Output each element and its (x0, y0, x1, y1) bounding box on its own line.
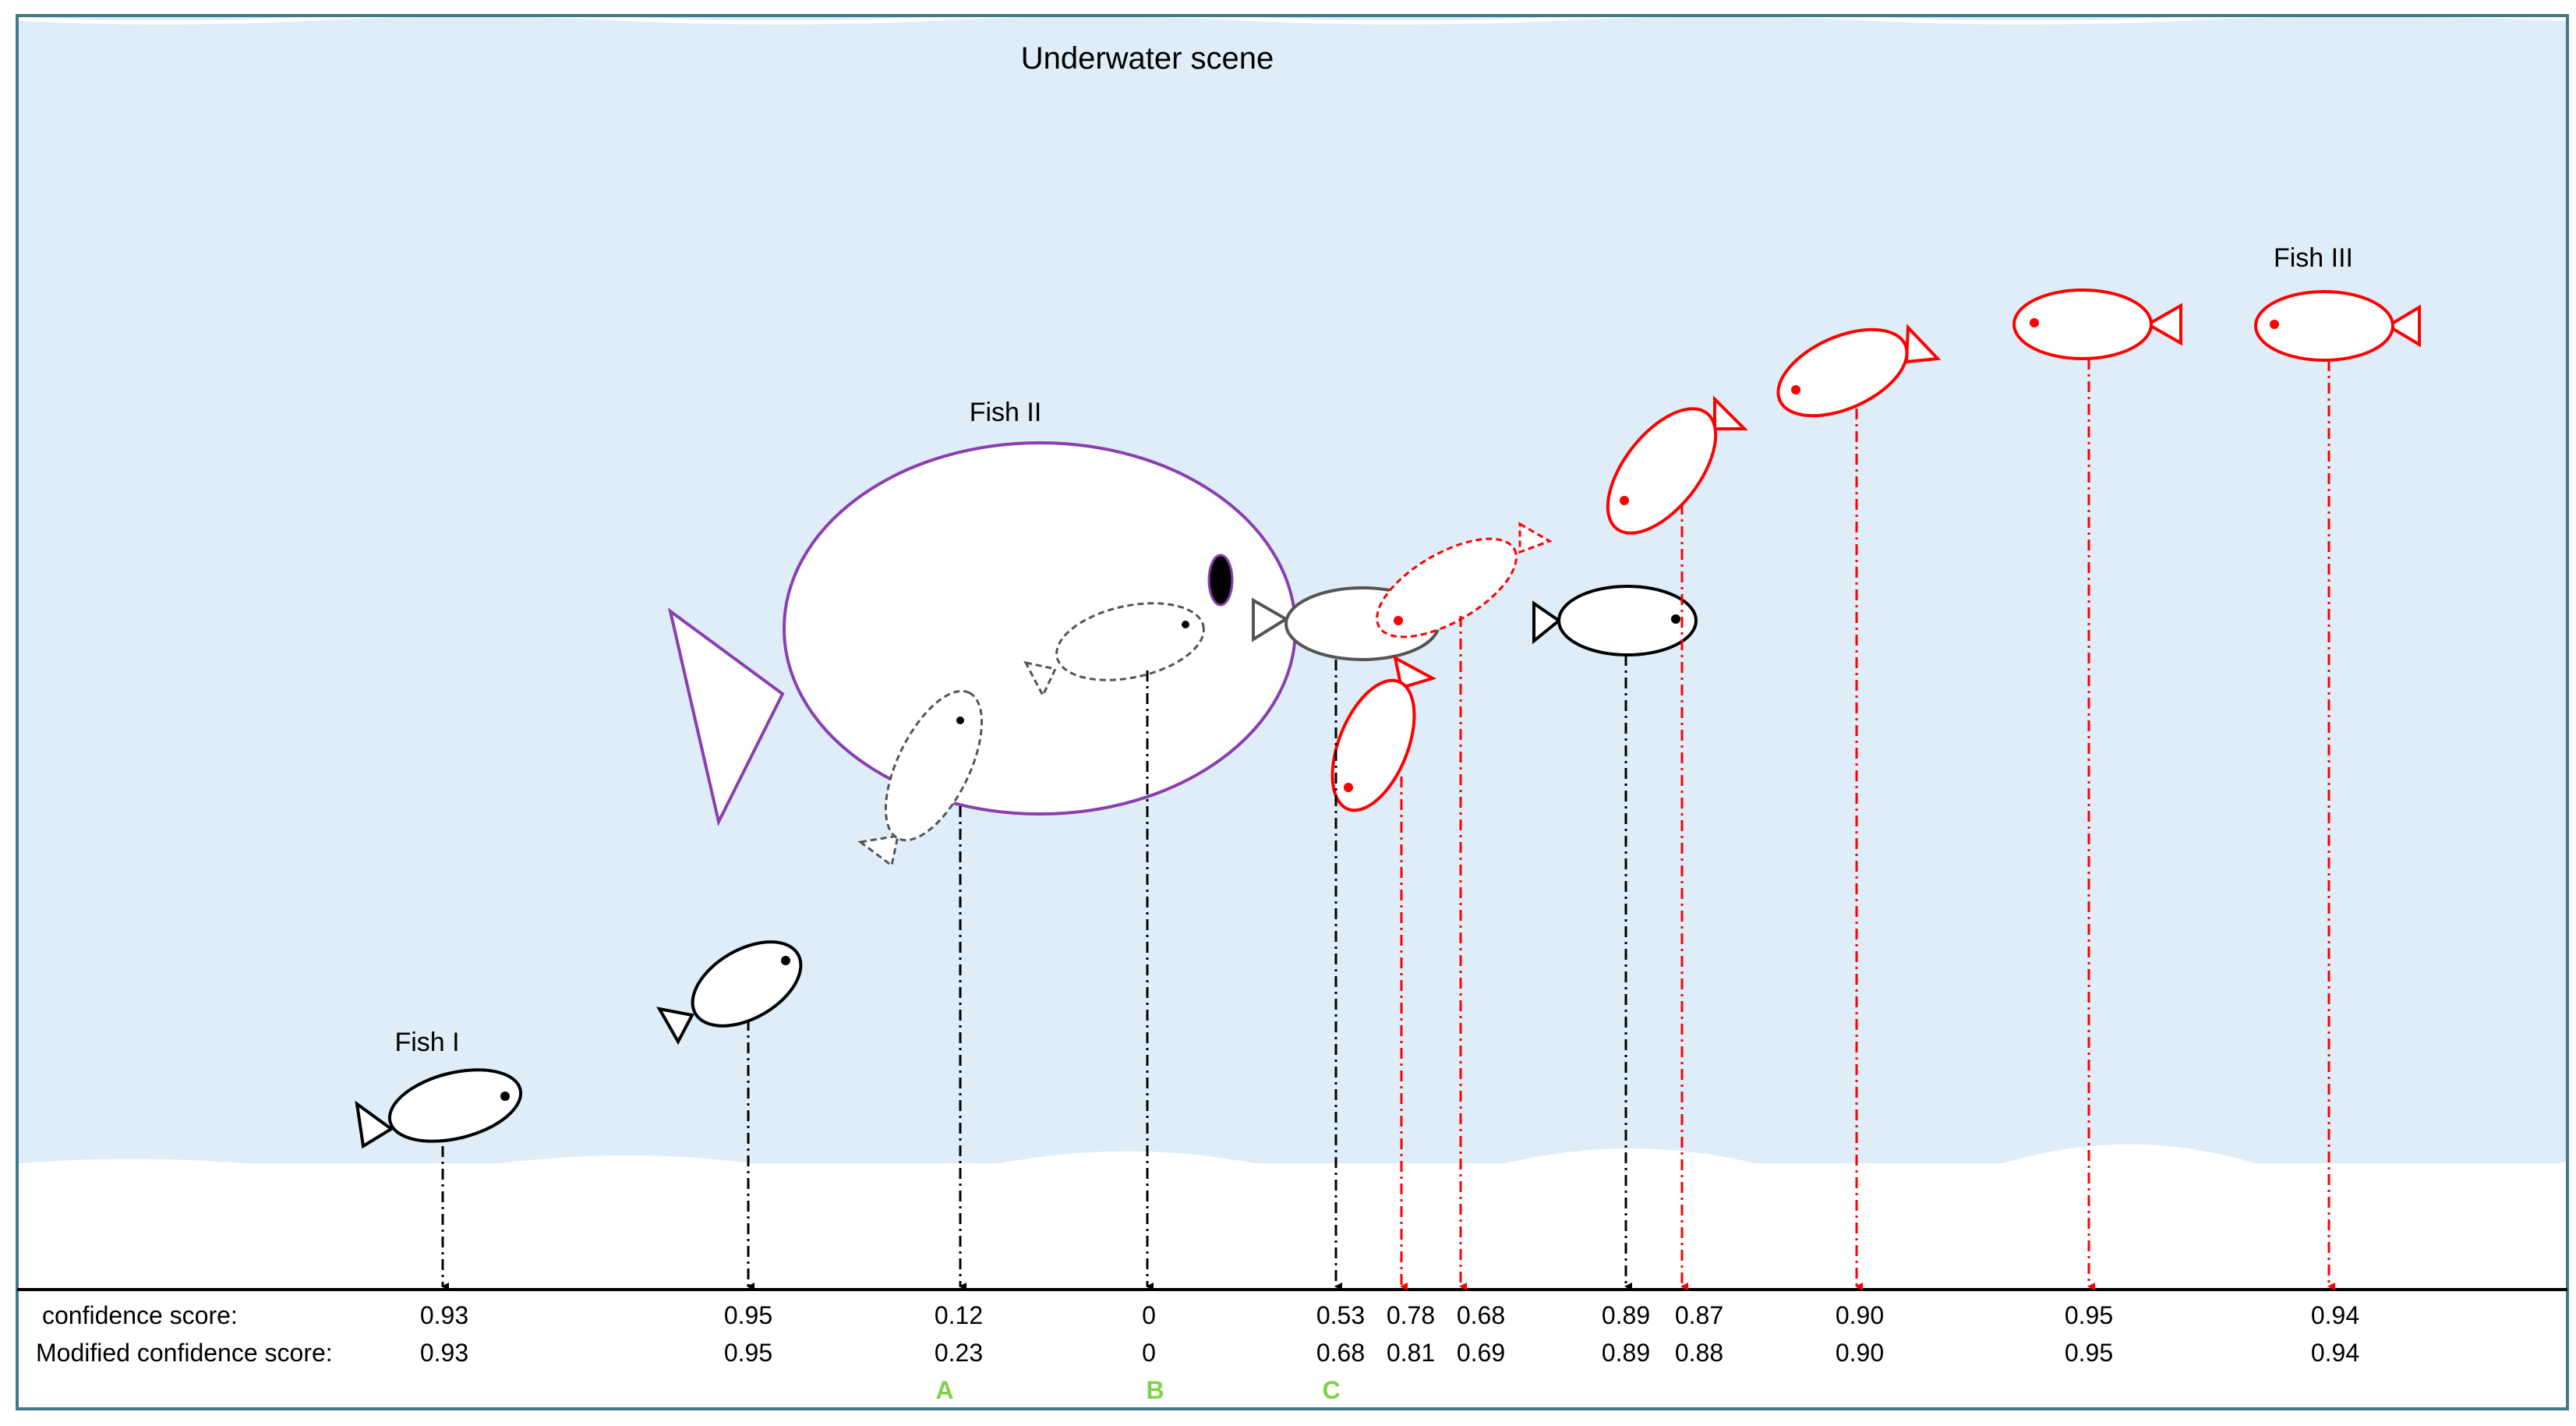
water-background (19, 17, 2566, 1163)
fish-red-4 (1776, 324, 1942, 418)
fish-i-tail (355, 1100, 394, 1149)
confidence-row-label: confidence score: (42, 1301, 238, 1329)
confidence-score: 0.94 (2311, 1301, 2359, 1329)
fish-black-4 (1532, 585, 1698, 656)
fish-red-lower (1330, 655, 1437, 812)
dashed-fish-tail (857, 834, 899, 868)
confidence-score: 0.90 (1836, 1301, 1884, 1329)
confidence-score: 0.78 (1387, 1301, 1435, 1329)
modified-score: 0.95 (724, 1339, 772, 1367)
sand-wave-edge (19, 1144, 2566, 1403)
fish-ii-body (783, 441, 1297, 816)
modified-score: 0.94 (2311, 1339, 2359, 1367)
fish-black-2 (656, 940, 803, 1046)
marker-c: C (1322, 1376, 1340, 1404)
confidence-score: 0.95 (724, 1301, 772, 1329)
modified-score: 0.95 (2065, 1339, 2113, 1367)
fish-ii-tail (667, 607, 785, 826)
fish-ii-eye (1207, 554, 1234, 607)
dashed-fish-tail (1023, 660, 1058, 699)
dashed-fish-body (884, 689, 984, 842)
confidence-score: 0.68 (1457, 1301, 1505, 1329)
dashed-fish-horizontal (1023, 602, 1205, 699)
fish-red-3 (1606, 395, 1748, 535)
arrows (441, 359, 2335, 1290)
modified-score: 0.93 (420, 1339, 468, 1367)
diagram-title: Underwater scene (1021, 41, 1274, 76)
confidence-score: 0.95 (2065, 1301, 2113, 1329)
modified-score: 0.69 (1457, 1339, 1505, 1367)
marker-b: B (1146, 1376, 1164, 1404)
modified-score: 0.90 (1836, 1339, 1884, 1367)
modified-score: 0.88 (1675, 1339, 1723, 1367)
modified-score: 0.81 (1387, 1339, 1435, 1367)
fish-i-body (387, 1068, 523, 1143)
confidence-score: 0.93 (420, 1301, 468, 1329)
outer-border (16, 14, 2569, 1410)
modified-row-label: Modified confidence score: (36, 1339, 333, 1367)
dashed-fish-diagonal (857, 689, 984, 868)
dashed-fish-eye (956, 717, 964, 724)
score-columns: 0.93 0.93 0.95 0.95 0.12 0.23 0 0 0.53 0… (420, 1301, 2359, 1367)
modified-score: 0.68 (1316, 1339, 1365, 1367)
fish-ii (667, 441, 1297, 826)
modified-score: 0.89 (1602, 1339, 1650, 1367)
dashed-fish-body (1055, 602, 1205, 681)
marker-a: A (935, 1376, 953, 1404)
modified-score: 0 (1142, 1339, 1156, 1367)
fish-i (355, 1068, 523, 1149)
fish-ii-label: Fish II (970, 398, 1042, 427)
fish-iii (2254, 290, 2421, 362)
fish-red-dashed (1376, 522, 1553, 639)
dashed-fish-eye (1182, 621, 1189, 628)
fish-iii-label: Fish III (2274, 243, 2353, 273)
confidence-score: 0.12 (935, 1301, 983, 1329)
confidence-score: 0.89 (1602, 1301, 1650, 1329)
confidence-score: 0.53 (1316, 1301, 1365, 1329)
fish-i-eye (500, 1092, 510, 1101)
fish-i-label: Fish I (394, 1028, 459, 1057)
confidence-score: 0.87 (1675, 1301, 1723, 1329)
modified-score: 0.23 (935, 1339, 983, 1367)
confidence-score: 0 (1142, 1301, 1156, 1329)
fish-red-5 (2012, 288, 2182, 360)
